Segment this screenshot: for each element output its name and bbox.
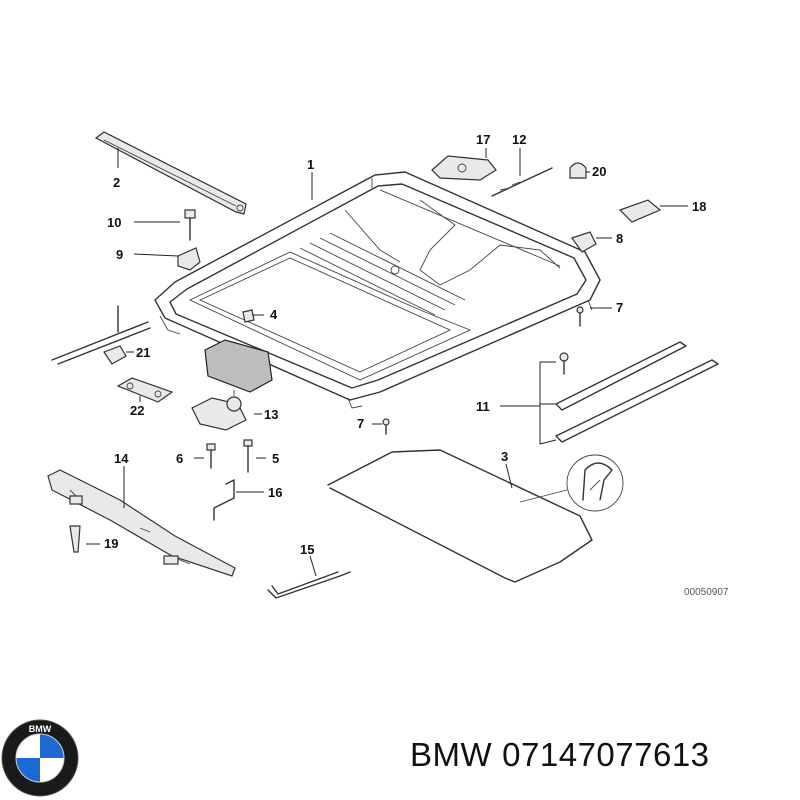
part-6-screw [206, 443, 216, 469]
callout-17: 17 [476, 132, 490, 147]
callout-22: 22 [130, 403, 144, 418]
part-22-plate [116, 377, 174, 403]
frame-mount-bracket [204, 339, 273, 393]
bmw-logo-icon: BMW [1, 719, 79, 797]
part-13-motor [191, 390, 247, 431]
bmw-logo-lettering: BMW [29, 724, 52, 734]
callout-5: 5 [272, 451, 279, 466]
callout-1: 1 [307, 157, 314, 172]
part-7-bolt-bottom [382, 418, 390, 435]
part-9-bracket [177, 247, 201, 271]
callout-4: 4 [270, 307, 278, 322]
callout-7-right: 7 [616, 300, 623, 315]
part-16-crank [213, 479, 235, 521]
callout-8: 8 [616, 231, 623, 246]
part-8-bracket [571, 231, 597, 253]
callout-labels: 1 2 3 4 5 6 7 7 8 9 10 11 12 13 14 15 16… [104, 132, 706, 557]
part-5-screw [243, 439, 253, 473]
callout-3: 3 [501, 449, 508, 464]
drawing-number: 00050907 [684, 587, 729, 598]
part-number: 07147077613 [502, 736, 710, 773]
callout-9: 9 [116, 247, 123, 262]
part-1-sunroof-frame [154, 171, 601, 409]
part-17-bracket [431, 155, 497, 181]
callout-19: 19 [104, 536, 118, 551]
part-14-rear-panel [47, 469, 236, 577]
callout-14: 14 [114, 451, 129, 466]
part-4-clip [242, 309, 255, 323]
callout-16: 16 [268, 485, 282, 500]
callout-7-bottom: 7 [357, 416, 364, 431]
part-18-pad [618, 199, 662, 223]
part-15-cable [267, 571, 351, 599]
part-20-cap [569, 162, 587, 179]
brand-name: BMW [410, 736, 493, 773]
callout-18: 18 [692, 199, 706, 214]
callout-20: 20 [592, 164, 606, 179]
part-11-guide-rails [555, 341, 719, 443]
part-21-cable [51, 305, 151, 365]
callout-12: 12 [512, 132, 526, 147]
part-7-bolt-right [576, 306, 584, 327]
callout-21: 21 [136, 345, 150, 360]
callout-15: 15 [300, 542, 314, 557]
callout-13: 13 [264, 407, 278, 422]
part-19-plug [69, 525, 81, 553]
callout-2: 2 [113, 175, 120, 190]
part-10-bolt [184, 209, 196, 241]
callout-6: 6 [176, 451, 183, 466]
leader-lines [86, 148, 688, 577]
part-3-glass-panel [327, 449, 624, 583]
callout-10: 10 [107, 215, 121, 230]
callout-11: 11 [476, 399, 490, 414]
part-2-wind-deflector [94, 131, 247, 215]
part-12-cable [491, 167, 553, 197]
